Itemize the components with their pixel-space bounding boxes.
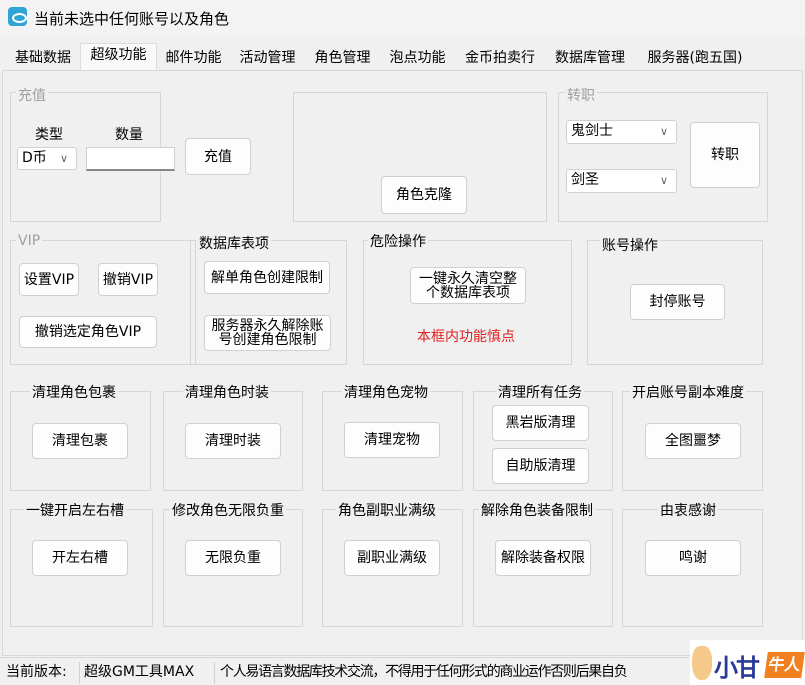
danger-title: 危险操作 [368,231,428,251]
chevron-down-icon: ∨ [659,174,668,187]
subclass-select[interactable]: 剑圣 ∨ [566,169,677,193]
thanks-title: 由衷感谢 [658,500,718,520]
clear-pet-button[interactable]: 清理宠物 [344,422,440,458]
account-title: 账号操作 [600,235,660,255]
unlock-server-creation-button[interactable]: 服务器永久解除账号创建角色限制 [204,315,331,351]
all-nightmare-button[interactable]: 全图噩梦 [645,423,741,459]
job-change-title: 转职 [565,85,597,105]
tab-role[interactable]: 角色管理 [314,50,371,66]
remove-equip-limit-button[interactable]: 解除装备权限 [495,540,591,576]
thanks-button[interactable]: 鸣谢 [645,540,741,576]
danger-group [363,240,572,365]
unlimited-weight-title: 修改角色无限负重 [170,500,286,520]
window-title: 当前未选中任何账号以及角色 [34,10,230,28]
recharge-title: 充值 [16,85,48,105]
notice-text: 个人易语言数据库技术交流，不得用于任何形式的商业运作否则后果自负 [220,664,628,680]
watermark-logo: 小甘 牛人 [690,640,805,685]
vip-title: VIP [16,233,43,249]
status-bar: 当前版本: 超级GM工具MAX 个人易语言数据库技术交流，不得用于任何形式的商业… [0,657,805,685]
subjob-max-button[interactable]: 副职业满级 [344,540,440,576]
clear-all-tables-button[interactable]: 一键永久清空整个数据库表项 [410,267,526,304]
danger-warning: 本框内功能慎点 [417,329,515,345]
ban-account-button[interactable]: 封停账号 [630,284,725,320]
clear-tasks-heiyan-button[interactable]: 黑岩版清理 [492,405,589,441]
job-change-group [558,92,768,222]
revoke-selected-vip-button[interactable]: 撤销选定角色VIP [19,316,157,348]
clear-tasks-self-service-button[interactable]: 自助版清理 [492,448,589,484]
chevron-down-icon: ∨ [659,125,668,138]
subjob-max-title: 角色副职业满级 [336,500,438,520]
clear-fashion-title: 清理角色时装 [183,382,271,402]
vip-group [10,240,196,365]
open-slots-button[interactable]: 开左右槽 [32,540,128,576]
version-label: 当前版本: [2,662,80,684]
title-bar: 当前未选中任何账号以及角色 [0,0,805,36]
amount-label: 数量 [115,127,143,143]
app-icon [8,7,27,26]
recharge-button[interactable]: 充值 [185,138,251,175]
equip-limit-title: 解除角色装备限制 [479,500,595,520]
tab-bubble[interactable]: 泡点功能 [389,50,446,66]
watermark-badge: 牛人 [764,652,805,678]
clear-fashion-button[interactable]: 清理时装 [185,423,281,459]
subclass-value: 剑圣 [571,172,599,188]
type-label: 类型 [35,127,63,143]
currency-type-select[interactable]: D币 ∨ [17,147,77,170]
tab-database[interactable]: 数据库管理 [555,50,625,66]
account-group [587,240,763,365]
chevron-down-icon: ∨ [59,152,68,165]
clone-group [293,92,547,222]
tab-mail[interactable]: 邮件功能 [165,50,222,66]
amount-input[interactable] [86,147,175,171]
set-vip-button[interactable]: 设置VIP [19,263,79,296]
tab-auction[interactable]: 金币拍卖行 [465,50,535,66]
clear-tasks-title: 清理所有任务 [496,382,584,402]
version-value: 超级GM工具MAX [80,662,215,684]
clear-bag-button[interactable]: 清理包裹 [32,423,128,459]
tab-super-functions[interactable]: 超级功能 [80,43,157,70]
clone-role-button[interactable]: 角色克隆 [381,176,467,214]
db-title: 数据库表项 [197,233,271,253]
class-value: 鬼剑士 [571,123,613,139]
job-change-button[interactable]: 转职 [690,122,760,188]
unlimited-weight-button[interactable]: 无限负重 [185,540,281,576]
tab-basic-data[interactable]: 基础数据 [15,50,71,66]
class-select[interactable]: 鬼剑士 ∨ [566,120,677,144]
watermark-text: 小甘 [714,654,760,682]
unlock-role-creation-button[interactable]: 解单角色创建限制 [204,261,330,294]
clear-pet-title: 清理角色宠物 [342,382,430,402]
revoke-vip-button[interactable]: 撤销VIP [98,263,158,296]
ox-mascot-icon [692,646,712,680]
clear-bag-title: 清理角色包裹 [30,382,118,402]
slots-title: 一键开启左右槽 [24,500,126,520]
tab-server[interactable]: 服务器(跑五国) [647,50,743,66]
currency-type-value: D币 [22,150,47,166]
tab-activity[interactable]: 活动管理 [239,50,296,66]
dungeon-difficulty-title: 开启账号副本难度 [630,382,746,402]
